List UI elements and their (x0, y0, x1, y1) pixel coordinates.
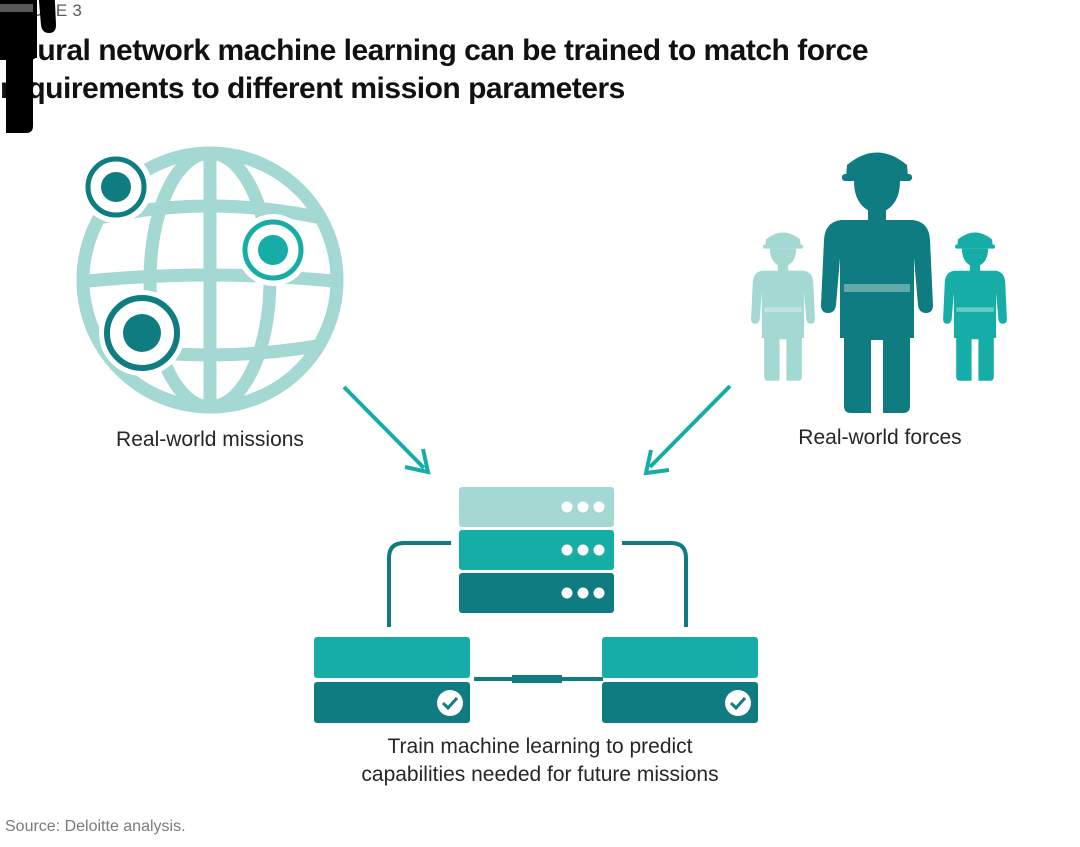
server-stack-icon (314, 637, 470, 723)
arrow-icon (342, 385, 431, 475)
soldier-icon (0, 0, 56, 133)
arrow-icon (643, 384, 732, 476)
location-pin-icon (99, 290, 185, 376)
server-stack-icon (602, 637, 758, 723)
checkmark-icon (437, 690, 463, 716)
soldier-icon (943, 232, 1007, 381)
network-connector (387, 541, 688, 683)
forces-caption: Real-world forces (798, 426, 962, 449)
training-caption-line-1: Train machine learning to predict (387, 735, 693, 758)
figure-title: Neural network machine learning can be t… (0, 34, 869, 105)
missions-caption: Real-world missions (116, 428, 304, 451)
training-caption-line-2: capabilities needed for future missions (361, 763, 719, 786)
server-stack-icon (459, 487, 614, 613)
location-pin-icon (237, 214, 309, 286)
source-note: Source: Deloitte analysis. (5, 818, 186, 835)
soldier-icon (821, 152, 933, 413)
soldier-icon (751, 232, 815, 381)
location-pin-icon (80, 151, 152, 223)
checkmark-icon (725, 690, 751, 716)
training-caption: Train machine learning to predict capabi… (290, 733, 790, 789)
